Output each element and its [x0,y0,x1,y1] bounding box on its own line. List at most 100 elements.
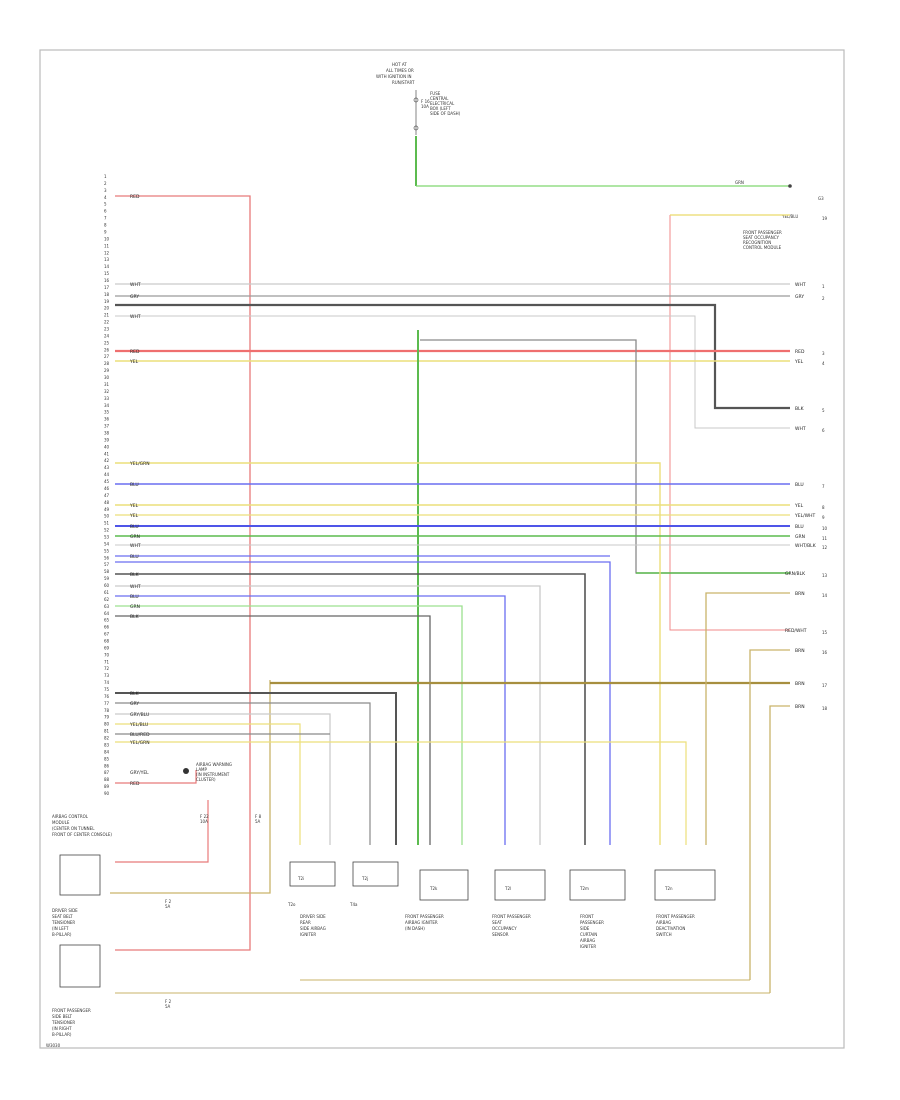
top-right-component: FRONT PASSENGER SEAT OCCUPANCY RECOGNITI… [743,196,824,250]
svg-text:WHT: WHT [130,314,141,320]
svg-text:T2l: T2l [504,886,511,891]
pin-number: 63 [104,604,110,609]
power-label-3: WITH IGNITION IN [376,74,412,79]
right-pin-number: 14 [822,593,828,598]
pin-number: 36 [104,417,110,422]
passenger-belt-tensioner: FRONT PASSENGER SIDE BELT TENSIONER (IN … [51,944,101,1037]
pin-number: 90 [104,791,110,796]
pin-number: 9 [104,229,107,234]
pin-number: 59 [104,576,110,581]
pin-number: 17 [104,285,110,290]
svg-text:B-PILLAR): B-PILLAR) [52,1032,72,1037]
pin-number: 81 [104,729,110,734]
svg-text:SENSOR: SENSOR [492,932,509,937]
svg-text:(IN INSTRUMENT: (IN INSTRUMENT [196,772,230,777]
svg-text:T4a: T4a [349,902,358,907]
pin-number: 68 [104,638,110,643]
svg-text:SIDE: SIDE [580,926,590,931]
svg-text:GRY/YEL: GRY/YEL [130,770,149,776]
fuse-text-1: FUSE [430,91,441,96]
pin-number: 75 [104,687,110,692]
svg-text:T2o: T2o [287,902,296,907]
svg-text:YEL/WHT: YEL/WHT [794,513,815,519]
pin-number: 44 [104,472,110,477]
top-grn-tag: GRN [735,180,744,185]
svg-text:T2i: T2i [297,876,304,881]
pin-number: 30 [104,375,110,380]
svg-text:FRONT PASSENGER: FRONT PASSENGER [656,914,695,919]
pin-number: 50 [104,514,110,519]
left-wire-tags: RED WHT GRY WHT RED YEL YEL/GRN BLU YEL … [129,194,150,787]
pin-number: 55 [104,548,110,553]
power-label-2: ALL TIMES OR [386,68,414,73]
svg-text:GRN/BLK: GRN/BLK [785,571,806,577]
svg-text:CLUSTER): CLUSTER) [196,777,216,782]
right-pin-number: 8 [822,505,825,510]
svg-text:(IN LEFT: (IN LEFT [52,926,69,931]
bottom-component-labels: T2o T4a DRIVER SIDE REAR SIDE AIRBAG IGN… [287,902,695,949]
pin-number: 69 [104,645,110,650]
pin-number: 67 [104,632,110,637]
inline-fuses: F 22 10A F 8 5A F 2 5A F 2 5A [165,814,262,1009]
svg-text:LAMP: LAMP [196,767,208,772]
diagram-frame [39,49,845,1049]
right-pin-number: 12 [822,545,828,550]
svg-text:BLK: BLK [130,614,140,620]
svg-text:BLK: BLK [130,691,140,697]
svg-text:WHT: WHT [130,543,141,549]
svg-text:SEAT BELT: SEAT BELT [52,914,73,919]
fuse-amp: 10A [421,104,429,109]
fuse-id: F 16 [421,99,430,104]
pin-number: 49 [104,507,110,512]
pin-number: 7 [104,216,107,221]
pin-number: 58 [104,569,110,574]
svg-text:10A: 10A [200,819,208,824]
right-pin-number: 2 [822,296,825,301]
pin-number: 84 [104,749,110,754]
svg-text:AIRBAG CONTROL: AIRBAG CONTROL [52,814,89,819]
driver-belt-tensioner: DRIVER SIDE SEAT BELT TENSIONER (IN LEFT… [51,854,101,937]
svg-text:FRONT PASSENGER: FRONT PASSENGER [492,914,531,919]
svg-text:WHT: WHT [130,282,141,288]
pin-number: 51 [104,521,110,526]
pin-number: 73 [104,673,110,678]
pin-number: 18 [104,292,110,297]
pin-number: 38 [104,431,110,436]
svg-text:RED: RED [130,781,140,787]
svg-text:T2k: T2k [429,886,438,891]
pin-number: 45 [104,479,110,484]
svg-text:GRN: GRN [795,534,805,540]
svg-text:AIRBAG: AIRBAG [580,938,595,943]
svg-text:GRN: GRN [130,534,140,540]
right-pin-number: 11 [822,536,828,541]
pin-number: 66 [104,625,110,630]
fuse-text-5: SIDE OF DASH) [430,111,461,116]
svg-text:BRN: BRN [795,591,805,597]
pin-number: 41 [104,451,110,456]
svg-text:F 2: F 2 [165,899,172,904]
pin-number: 5 [104,202,107,207]
pin-number: 22 [104,320,110,325]
svg-text:OCCUPANCY: OCCUPANCY [492,926,517,931]
right-pin-number: 10 [822,526,828,531]
power-label-1: HOT AT [392,62,407,67]
pin-number: 88 [104,777,110,782]
svg-text:FRONT PASSENGER: FRONT PASSENGER [52,1008,91,1013]
airbag-module-pin-column: 1234567891011121314151617181920212223242… [104,174,110,796]
svg-text:BLU: BLU [795,482,804,488]
svg-text:GRY/BLU: GRY/BLU [130,712,149,718]
pin-number: 48 [104,500,110,505]
svg-text:BRN: BRN [795,681,805,687]
svg-text:SWITCH: SWITCH [656,932,672,937]
pin-number: 14 [104,264,110,269]
pin-number: 64 [104,611,110,616]
pin-number: 65 [104,618,110,623]
airbag-module-label: AIRBAG CONTROL MODULE (CENTER ON TUNNEL … [52,814,112,837]
ground-label: G3 [818,196,824,201]
fuse-text-3: ELECTRICAL [430,101,455,106]
svg-text:YEL/GRN: YEL/GRN [129,740,150,746]
svg-text:BLU: BLU [795,524,804,530]
right-pin-number: 3 [822,351,825,356]
svg-text:REAR: REAR [300,920,311,925]
